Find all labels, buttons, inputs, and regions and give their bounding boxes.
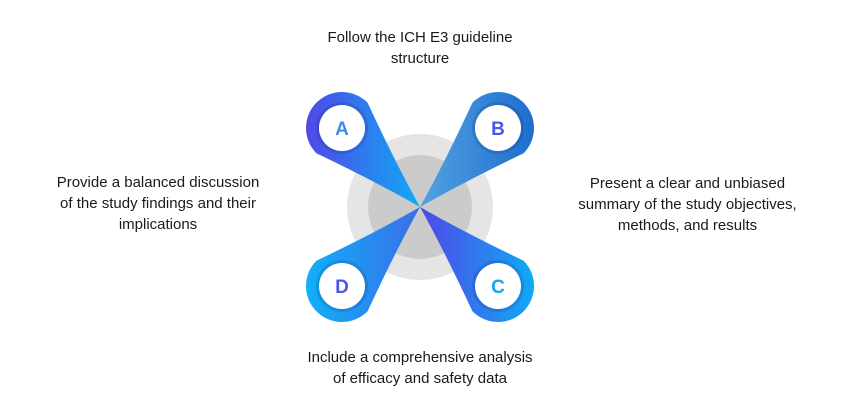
badge-letter: A <box>335 119 349 140</box>
label-d: Provide a balanced discussion of the stu… <box>18 172 298 235</box>
badge-d <box>319 263 365 309</box>
label-b-line: methods, and results <box>617 217 758 234</box>
label-d-line: Provide a balanced discussion <box>56 174 260 191</box>
label-a-line: structure <box>390 50 450 67</box>
badge-c <box>475 263 521 309</box>
label-a-line: Follow the ICH E3 guideline <box>327 29 513 46</box>
badge-b <box>475 105 521 151</box>
label-d-line: of the study findings and their <box>60 195 256 212</box>
label-c-line: Include a comprehensive analysis <box>307 349 533 366</box>
badge-letter: D <box>335 277 349 298</box>
badge-a <box>319 105 365 151</box>
label-c-line: of efficacy and safety data <box>332 370 507 387</box>
label-a: Follow the ICH E3 guideline structure <box>270 27 570 69</box>
badge-letter: C <box>491 277 505 298</box>
label-b-line: Present a clear and unbiased <box>589 175 786 192</box>
badge-letter: B <box>491 119 505 140</box>
label-d-line: implications <box>118 216 198 233</box>
label-c: Include a comprehensive analysis of effi… <box>270 347 570 389</box>
label-b-line: summary of the study objectives, <box>578 196 797 213</box>
label-b: Present a clear and unbiased summary of … <box>545 173 830 236</box>
